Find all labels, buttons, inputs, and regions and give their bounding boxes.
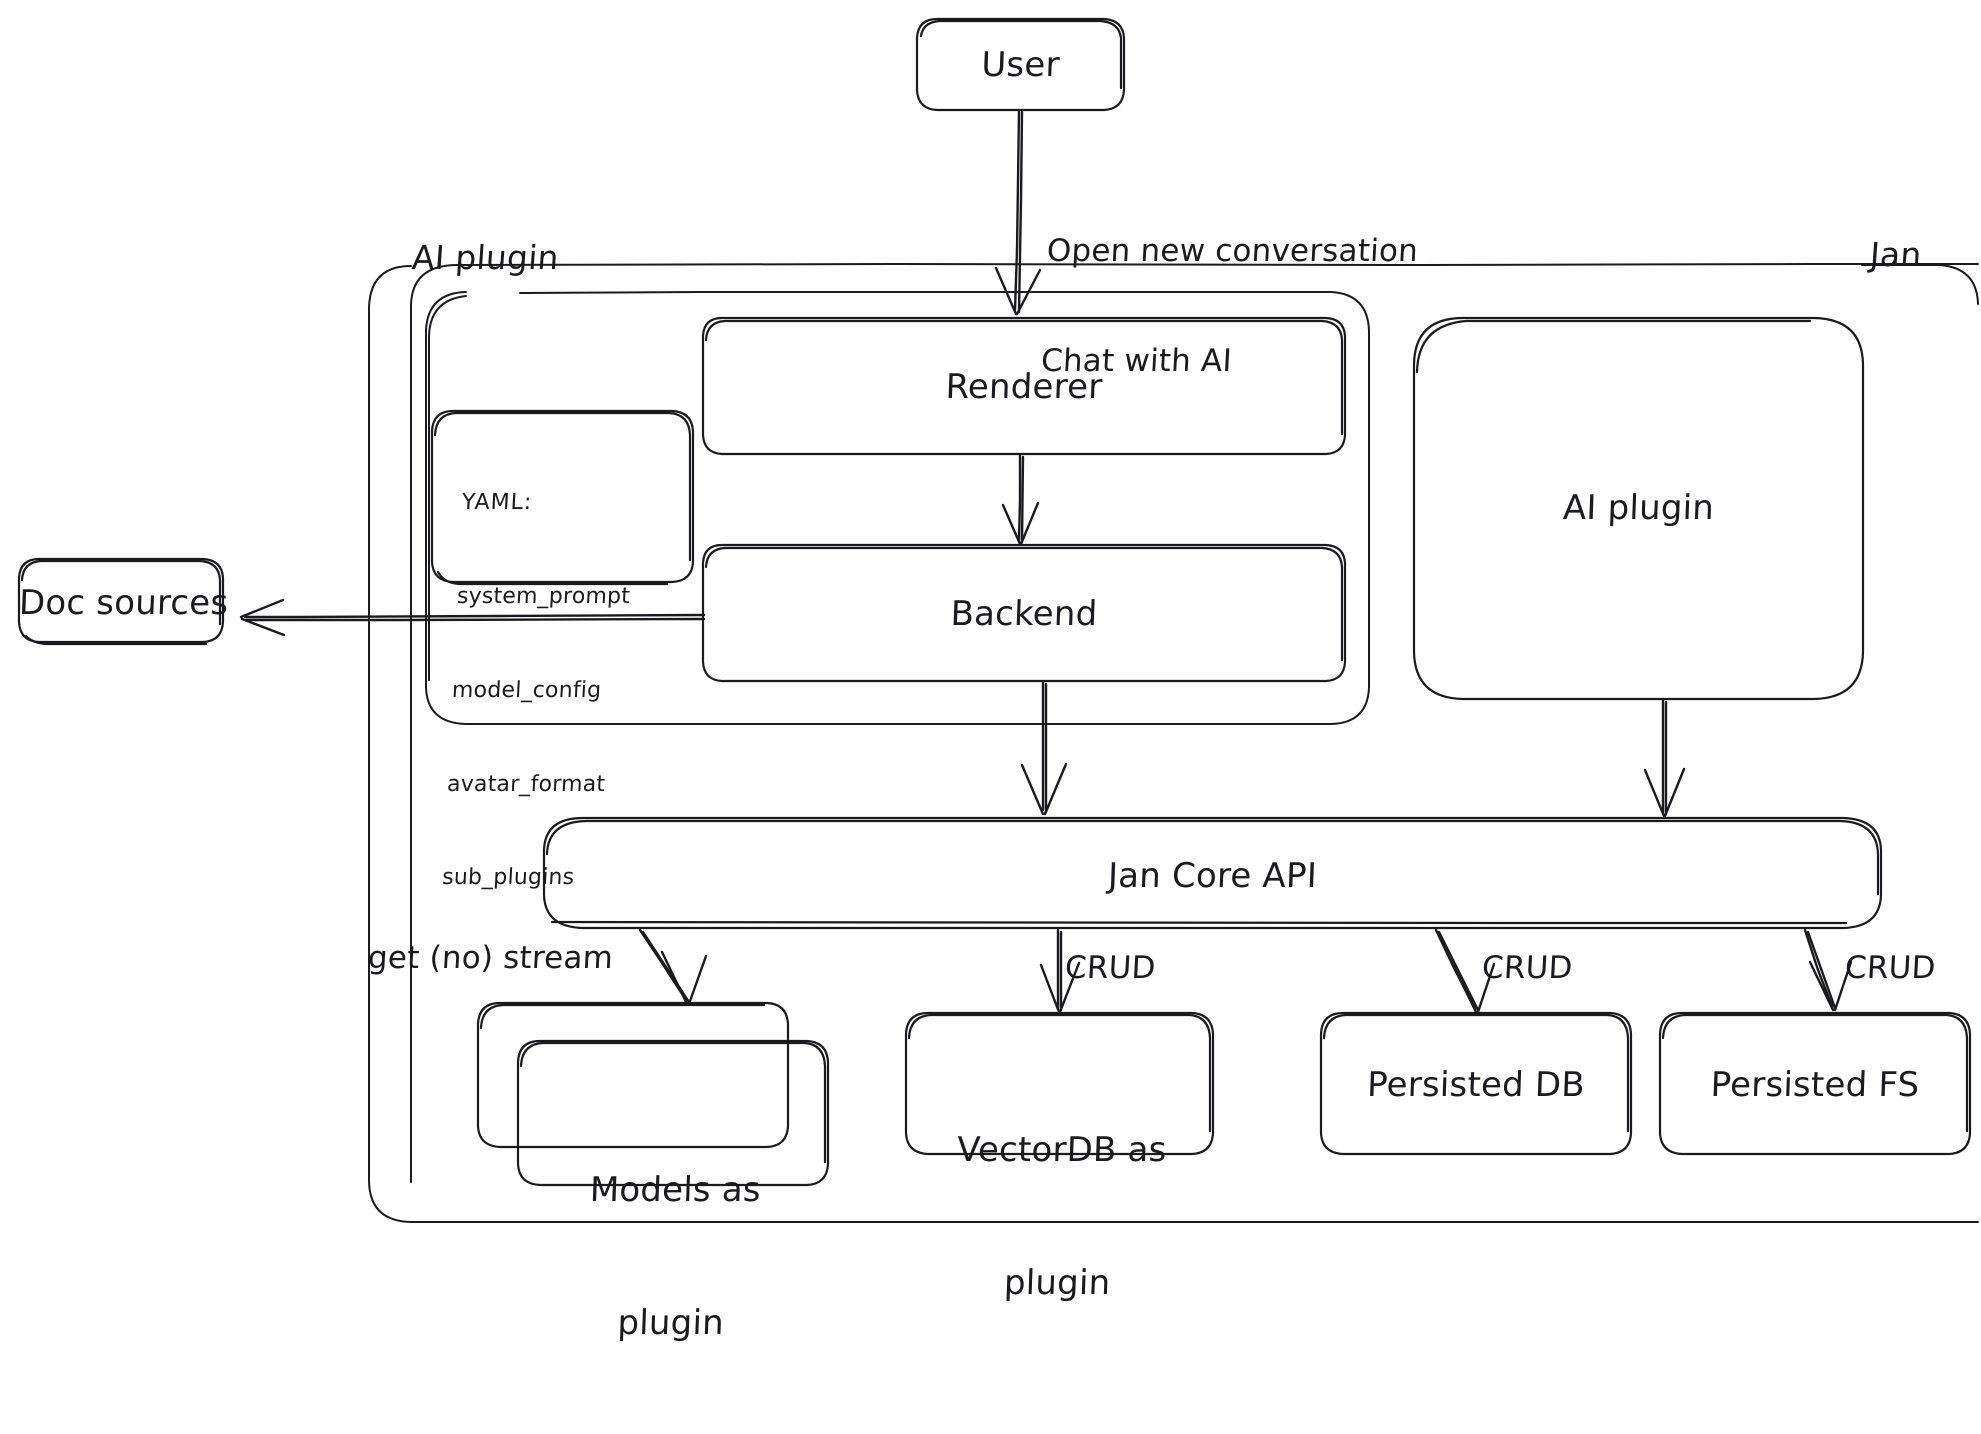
node-label-doc-sources: Doc sources (18, 583, 230, 623)
node-persisted-fs[interactable] (1658, 1011, 1972, 1156)
edge-label-user-to-renderer: Open new conversation Chat with AI (1036, 160, 1422, 453)
card-yaml (430, 409, 695, 586)
edge-label-user-to-renderer-line2: Chat with AI (1040, 342, 1233, 379)
container-jan (368, 263, 1979, 1223)
arrow-core-to-vectordb (1039, 928, 1081, 1014)
node-label-models-plugin-line1: Models as (589, 1170, 762, 1211)
container-label-ai-plugin-group: AI plugin (410, 238, 561, 277)
node-user[interactable] (915, 17, 1126, 112)
node-doc-sources[interactable] (17, 557, 225, 646)
yaml-key-model-config: model_config (451, 677, 602, 703)
arrow-renderer-to-backend (1001, 453, 1040, 546)
arrow-backend-to-doc-sources (239, 598, 706, 637)
edge-label-core-to-models: get (no) stream (367, 940, 615, 976)
node-models-plugin[interactable] (476, 1001, 830, 1187)
arrow-core-to-models (638, 928, 708, 1006)
diagram-svg (17, 17, 1979, 1223)
yaml-key-system-prompt: system_prompt (456, 584, 631, 610)
container-label-jan: Jan (1868, 235, 1923, 274)
node-label-user: User (980, 45, 1061, 85)
node-renderer[interactable] (701, 316, 1347, 456)
arrow-ai-plugin-to-core (1643, 698, 1686, 818)
node-label-models-plugin-line2: plugin (616, 1302, 725, 1343)
node-label-vectordb-plugin: VectorDB as plugin (900, 1040, 1219, 1394)
node-label-persisted-fs: Persisted FS (1709, 1065, 1921, 1105)
yaml-card-text: YAML: system_prompt model_config avatar_… (438, 425, 639, 956)
node-label-jan-core-api: Jan Core API (1107, 856, 1318, 896)
node-label-models-plugin: Models as plugin (512, 1080, 834, 1434)
node-label-vectordb-plugin-line2: plugin (1003, 1262, 1112, 1303)
node-backend[interactable] (701, 543, 1347, 683)
arrow-core-to-persisted-db (1434, 928, 1496, 1014)
container-ai-plugin-group (425, 291, 1370, 725)
edge-label-core-to-persisted-fs: CRUD (1844, 950, 1937, 986)
arrow-core-to-persisted-fs (1803, 928, 1853, 1012)
node-ai-plugin[interactable] (1412, 316, 1865, 701)
edge-label-core-to-persisted-db: CRUD (1481, 950, 1574, 986)
node-persisted-db[interactable] (1319, 1011, 1633, 1156)
node-label-ai-plugin: AI plugin (1562, 488, 1715, 528)
node-label-backend: Backend (949, 594, 1099, 634)
diagram-canvas: Jan AI plugin User Renderer Backend AI p… (17, 17, 1979, 1343)
node-label-persisted-db: Persisted DB (1366, 1065, 1586, 1105)
node-label-vectordb-plugin-line1: VectorDB as (956, 1130, 1168, 1171)
arrow-user-to-renderer (994, 108, 1042, 316)
edge-label-core-to-vectordb: CRUD (1064, 950, 1157, 986)
yaml-key-avatar-format: avatar_format (446, 771, 606, 797)
edge-label-user-to-renderer-line1: Open new conversation (1045, 233, 1419, 270)
node-vectordb-plugin[interactable] (904, 1011, 1215, 1156)
node-jan-core-api[interactable] (542, 816, 1883, 930)
yaml-heading: YAML: (461, 490, 533, 516)
yaml-key-sub-plugins: sub_plugins (441, 865, 575, 891)
arrow-backend-to-core (1020, 680, 1068, 816)
